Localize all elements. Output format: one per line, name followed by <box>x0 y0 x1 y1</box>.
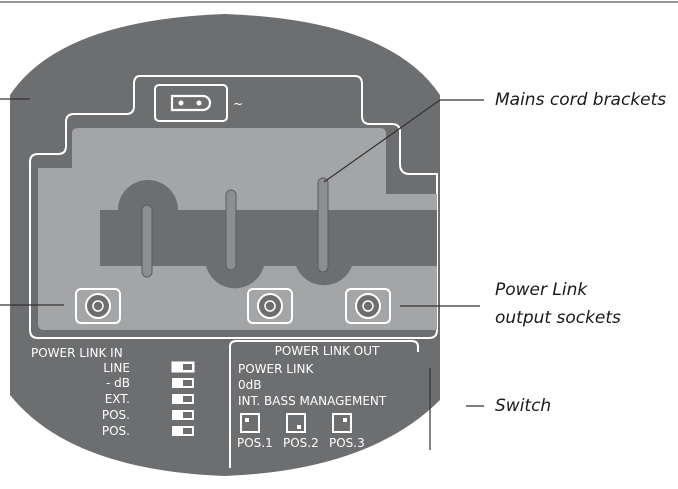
pos-label-1: POS.1 <box>237 436 273 450</box>
power-link-in-heading: POWER LINK IN <box>31 346 123 360</box>
cord-bracket-1 <box>141 204 153 278</box>
cord-bracket-2 <box>225 189 237 271</box>
power-link-input-socket[interactable] <box>75 288 121 324</box>
out-line-0db: 0dB <box>238 378 261 392</box>
callout-power-link-output-line2: output sockets <box>495 308 621 328</box>
power-link-output-socket-2[interactable] <box>345 288 391 324</box>
pos-label-3: POS.3 <box>329 436 365 450</box>
mains-socket-icon <box>170 94 212 112</box>
in-label-pos-b: POS. <box>102 424 130 438</box>
callout-mains-cord-brackets: Mains cord brackets <box>495 90 667 110</box>
cord-bracket-3 <box>317 177 329 273</box>
pos-label-2: POS.2 <box>283 436 319 450</box>
out-line-power-link: POWER LINK <box>238 362 314 376</box>
cable-slot <box>100 180 437 289</box>
power-link-out-frame <box>229 340 419 468</box>
connection-area-outline <box>29 75 438 339</box>
in-label-db: - dB <box>106 376 130 390</box>
callout-switch: Switch <box>495 396 552 416</box>
in-label-ext: EXT. <box>105 392 130 406</box>
position-switch-1[interactable] <box>240 413 260 433</box>
ac-tilde: ~ <box>233 97 243 111</box>
power-link-out-heading: POWER LINK OUT <box>275 344 380 358</box>
leader-mains-cord-brackets-diag <box>323 99 441 183</box>
switch-column[interactable] <box>171 361 195 436</box>
out-line-bass-management: INT. BASS MANAGEMENT <box>238 394 387 408</box>
in-label-line: LINE <box>103 361 130 375</box>
position-switch-3[interactable] <box>332 413 352 433</box>
power-link-output-socket-1[interactable] <box>247 288 293 324</box>
mains-pin-left <box>178 100 184 106</box>
position-switch-2[interactable] <box>286 413 306 433</box>
in-label-pos-a: POS. <box>102 408 130 422</box>
mains-pin-right <box>196 100 202 106</box>
mains-socket[interactable] <box>154 84 228 122</box>
callout-power-link-output-line1: Power Link <box>495 280 588 300</box>
